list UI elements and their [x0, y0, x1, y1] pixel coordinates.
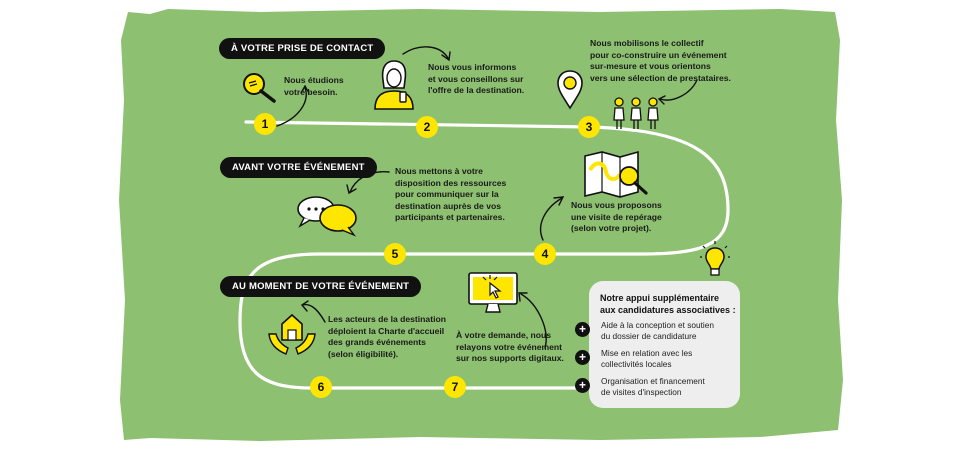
section-label-contact: À VOTRE PRISE DE CONTACT	[219, 38, 386, 59]
lightbulb-icon	[700, 241, 730, 276]
step-number-2: 2	[416, 116, 438, 138]
arrow-3	[659, 79, 698, 101]
hands-house-icon	[268, 313, 316, 355]
step-text-2: Nous vous informons et vous conseillons …	[428, 62, 525, 96]
support-card	[589, 281, 740, 408]
step-text-5: Nous mettons à votre disposition des res…	[395, 166, 507, 223]
step-number-1: 1	[254, 113, 276, 135]
plus-icon: +	[575, 322, 590, 337]
plus-icon: +	[575, 350, 590, 365]
step-text-4: Nous vous proposons une visite de repéra…	[571, 200, 662, 234]
location-pin-icon	[557, 70, 583, 110]
arrow-1	[276, 87, 307, 127]
arrow-6	[301, 303, 326, 323]
map-magnifier-icon	[584, 150, 648, 198]
step-number-4: 4	[534, 243, 556, 265]
arrow-7	[520, 293, 547, 349]
section-label-during: AU MOMENT DE VOTRE ÉVÉNEMENT	[220, 276, 422, 297]
magnifier-icon	[243, 73, 276, 103]
arrow-4	[539, 197, 563, 241]
person-with-phone-icon	[374, 60, 414, 110]
section-label-before: AVANT VOTRE ÉVÉNEMENT	[220, 157, 377, 178]
step-number-3: 3	[578, 116, 600, 138]
step-text-6: Les acteurs de la destination déploient …	[328, 314, 446, 359]
journey-path	[238, 120, 730, 390]
step-number-6: 6	[310, 376, 332, 398]
support-item-2: Mise en relation avec les collectivités …	[601, 348, 693, 369]
step-number-7: 7	[444, 376, 466, 398]
monitor-cursor-icon	[468, 272, 518, 313]
plus-icon: +	[575, 378, 590, 393]
step-text-7: À votre demande, nous relayons votre évé…	[456, 330, 564, 364]
step-text-1: Nous étudions votre besoin.	[284, 75, 344, 97]
support-item-1: Aide à la conception et soutien du dossi…	[601, 320, 715, 341]
support-title: Notre appui supplémentaire aux candidatu…	[600, 293, 736, 315]
step-text-3: Nous mobilisons le collectif pour co-con…	[590, 38, 731, 83]
group-people-icon	[613, 97, 659, 129]
step-number-5: 5	[384, 243, 406, 265]
speech-bubbles-icon	[297, 196, 357, 237]
arrow-2	[402, 46, 449, 59]
support-item-3: Organisation et financement de visites d…	[601, 376, 705, 397]
